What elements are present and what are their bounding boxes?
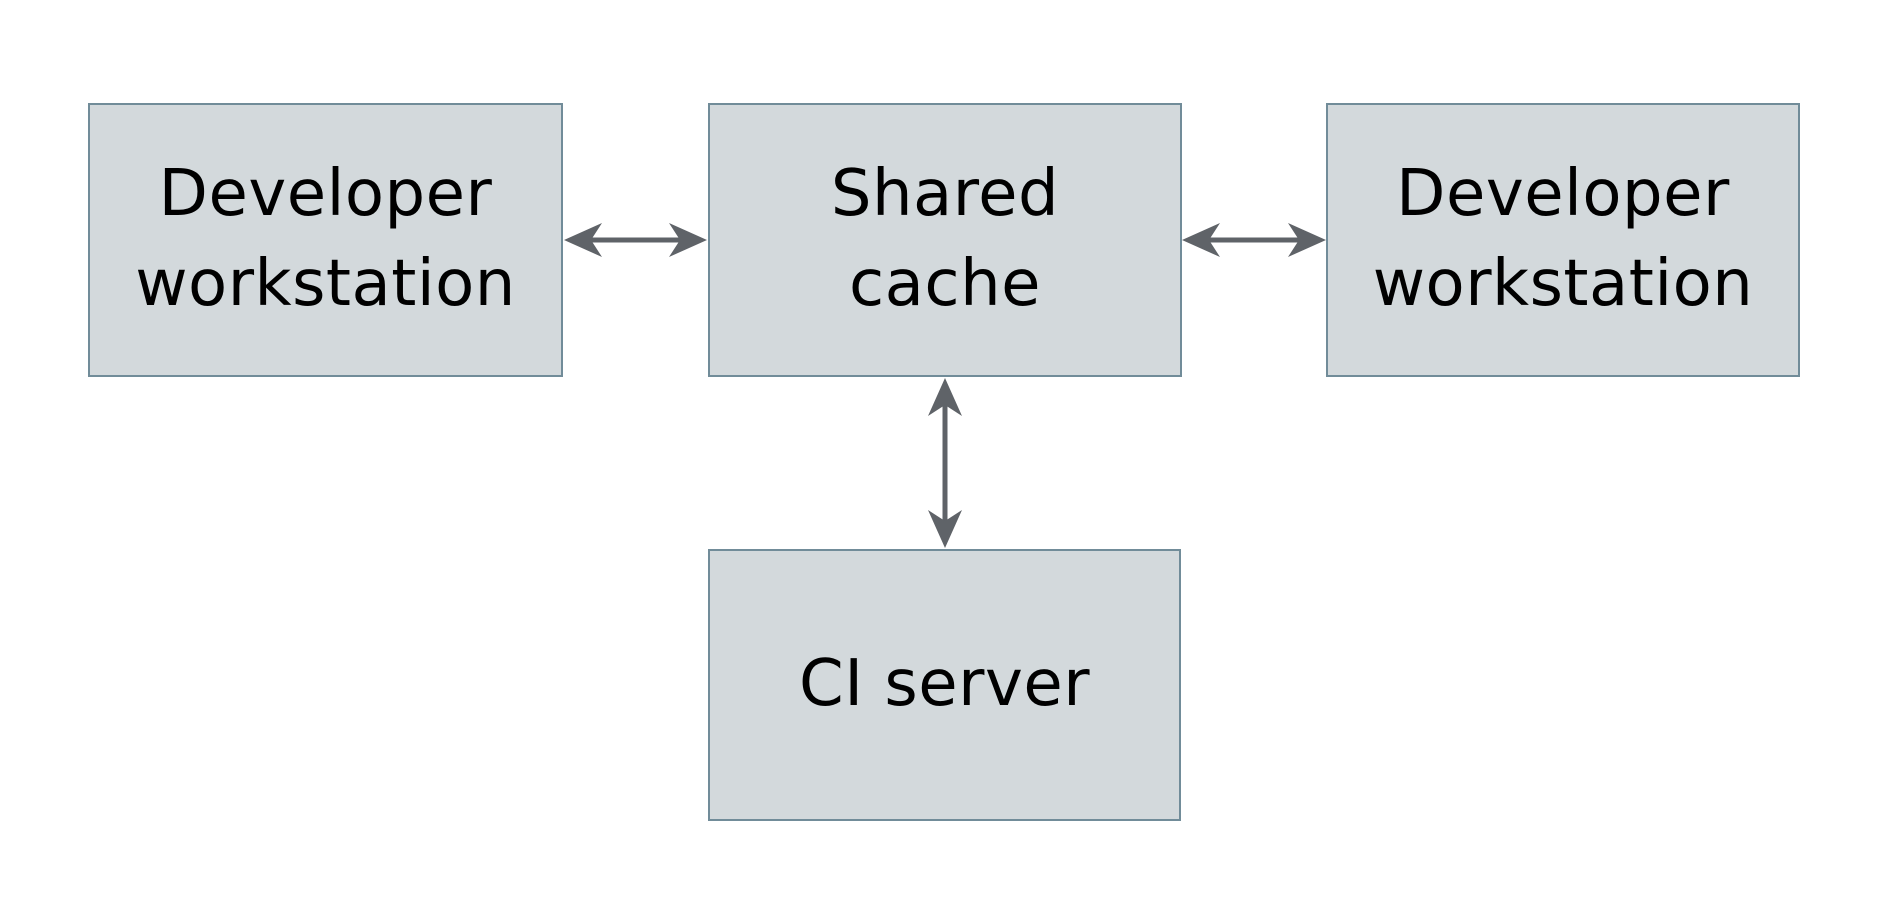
node-developer-workstation-right-label: Developer workstation	[1372, 157, 1754, 321]
node-ci-server-label: CI server	[799, 647, 1090, 722]
node-shared-cache-label: Shared cache	[830, 157, 1060, 321]
arrow-shared-cache-right-workstation	[1182, 223, 1326, 257]
arrow-shared-cache-ci-server	[928, 378, 962, 548]
arrow-left-workstation-shared-cache	[564, 223, 707, 257]
node-developer-workstation-right: Developer workstation	[1326, 103, 1800, 377]
node-developer-workstation-left-label: Developer workstation	[135, 157, 516, 321]
node-developer-workstation-left: Developer workstation	[88, 103, 563, 377]
node-shared-cache: Shared cache	[708, 103, 1182, 377]
node-ci-server: CI server	[708, 549, 1181, 821]
